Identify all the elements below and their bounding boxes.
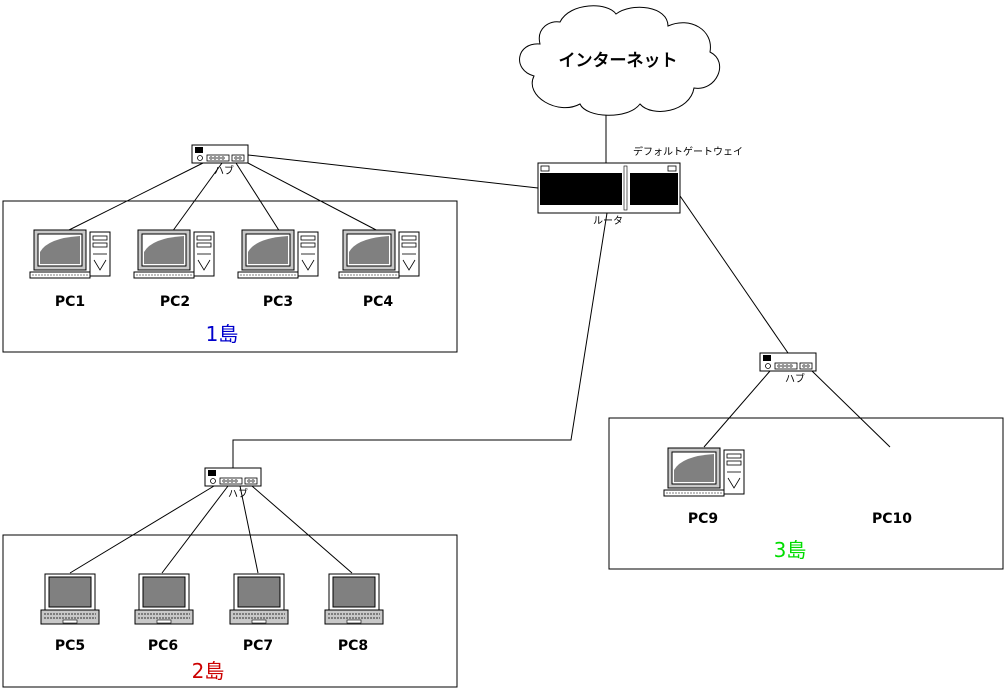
hub-3: ハブ: [759, 352, 817, 385]
internet-label: インターネット: [559, 51, 678, 71]
internet-cloud: インターネット: [519, 5, 721, 116]
hub-1: ハブ: [191, 144, 249, 177]
router: ルータ デフォルトゲートウェイ: [537, 145, 743, 227]
pc4-label: PC4: [363, 294, 394, 310]
pc1: PC1: [29, 229, 111, 310]
pc3: PC3: [237, 229, 319, 310]
pc6: PC6: [134, 573, 194, 654]
hub-2: ハブ: [204, 467, 262, 500]
pc2-label: PC2: [160, 294, 190, 310]
island-2-label: 2島: [192, 659, 225, 683]
connection-lines: [64, 113, 891, 574]
hub-3-label: ハブ: [785, 372, 805, 385]
pc5: PC5: [40, 573, 100, 654]
pc7-label: PC7: [243, 638, 273, 654]
pc1-label: PC1: [55, 294, 85, 310]
island-1-label: 1島: [206, 322, 239, 346]
island-3-label: 3島: [774, 538, 807, 562]
pc5-label: PC5: [55, 638, 85, 654]
hub-2-label: ハブ: [228, 487, 248, 500]
hub-1-label: ハブ: [214, 164, 234, 177]
pc9: PC9: [663, 447, 745, 527]
pc4: PC4: [338, 229, 420, 310]
pc3-label: PC3: [263, 294, 293, 310]
pc6-label: PC6: [148, 638, 178, 654]
pc2: PC2: [133, 229, 215, 310]
gateway-label: デフォルトゲートウェイ: [633, 145, 743, 158]
pc7: PC7: [229, 573, 289, 654]
pc9-label: PC9: [688, 511, 718, 527]
pc10-label: PC10: [872, 511, 912, 527]
pc8: PC8: [324, 573, 384, 654]
router-label: ルータ: [593, 215, 623, 227]
pc8-label: PC8: [338, 638, 368, 654]
